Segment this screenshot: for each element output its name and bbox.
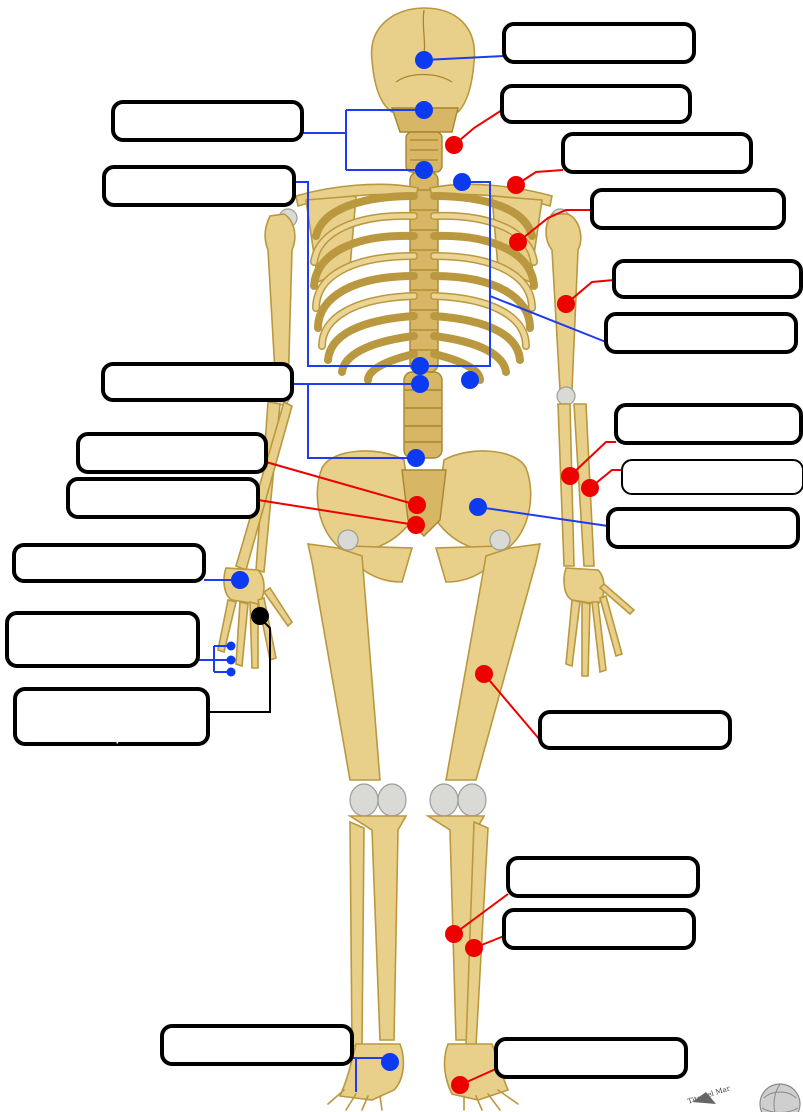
skull-marker[interactable] (415, 51, 433, 69)
label-perone: Peroné (518, 914, 576, 934)
thorax-marker[interactable] (453, 173, 471, 191)
label-box-carpo[interactable]: Carpo (14, 545, 204, 581)
femur-marker[interactable] (475, 665, 493, 683)
label-box-left-phalanges[interactable] (7, 613, 198, 666)
label-coxal: Coxal (614, 511, 661, 531)
ulna-marker[interactable] (561, 467, 579, 485)
label-box-mandibula[interactable]: Mandíbula (502, 86, 690, 122)
label-box-sacro[interactable]: Sacro (78, 434, 266, 472)
label-box-craneo[interactable]: Cráneo (504, 24, 694, 62)
label-box-humero[interactable]: Húmero (614, 261, 801, 297)
radius-marker[interactable] (581, 479, 599, 497)
tibia-marker[interactable] (445, 925, 463, 943)
label-box-coxal[interactable]: Coxal (608, 509, 798, 547)
fibula-marker[interactable] (465, 939, 483, 957)
ribs-marker[interactable] (461, 371, 479, 389)
label-box-cubito[interactable]: Cúbito (616, 405, 801, 443)
label-tarso: Tarso (285, 1043, 330, 1063)
scapula-marker[interactable] (509, 233, 527, 251)
author-logo: Tito del Mar (687, 1084, 732, 1105)
label-box-left-2[interactable] (104, 167, 294, 205)
metacarpus-marker[interactable] (251, 607, 269, 625)
tarsus-marker[interactable] (381, 1053, 399, 1071)
clavicle-marker[interactable] (507, 176, 525, 194)
label-box-coccix[interactable]: Cóccix (68, 479, 258, 517)
label-costillas: Costillas (616, 322, 687, 342)
thoracic-marker[interactable] (411, 357, 429, 375)
phalanx-marker-2[interactable] (227, 656, 236, 665)
label-carpo: Carpo (132, 560, 182, 580)
phalanx-marker-1[interactable] (227, 642, 236, 651)
label-box-left-3[interactable] (103, 364, 292, 400)
phalanx-marker-3[interactable] (227, 668, 236, 677)
label-mandibula: Mandíbula (516, 94, 604, 114)
label-craneo: Cráneo (514, 35, 575, 55)
hip-bone-marker[interactable] (469, 498, 487, 516)
label-humero: Húmero (622, 262, 690, 282)
upper-spine-marker[interactable] (415, 101, 433, 119)
calcaneus-marker[interactable] (451, 1076, 469, 1094)
label-metacarpos: Metacarpos (46, 725, 145, 745)
label-box-left-1[interactable] (113, 102, 302, 140)
label-box-femur[interactable]: Fémur (540, 712, 730, 748)
globe-icon (760, 1084, 800, 1112)
label-box-radio[interactable]: Radio (622, 460, 803, 494)
vertebral-column-marker[interactable] (407, 449, 425, 467)
carpus-marker[interactable] (231, 571, 249, 589)
lumbar-marker[interactable] (411, 375, 429, 393)
label-box-metacarpos[interactable]: Metacarpos (15, 689, 208, 745)
label-box-calcaneo[interactable]: Calcáneo (496, 1039, 686, 1077)
label-tibia: Tibia (517, 874, 559, 894)
label-sacro: Sacro (196, 446, 244, 466)
label-radio: Radio (630, 471, 678, 491)
label-box-escapula[interactable]: Escápula /omóplato (592, 190, 784, 228)
label-box-perone[interactable]: Peroné (504, 910, 694, 948)
label-cubito: Cúbito (630, 422, 685, 442)
label-box-tibia[interactable]: Tibia (508, 858, 698, 896)
label-clavicula: Clavícula (568, 149, 645, 169)
coccyx-marker[interactable] (407, 516, 425, 534)
label-box-tarso[interactable]: Tarso (162, 1026, 352, 1064)
label-box-clavicula[interactable]: Clavícula (563, 134, 751, 172)
mandible-marker[interactable] (445, 136, 463, 154)
label-escapula: Escápula /omóplato (598, 199, 766, 219)
cervical-marker[interactable] (415, 161, 433, 179)
humerus-marker[interactable] (557, 295, 575, 313)
label-box-costillas[interactable]: Costillas (606, 314, 796, 352)
label-coccix: Cóccix (186, 483, 242, 503)
label-calcaneo: Calcáneo (516, 1047, 594, 1067)
label-femur: Fémur (550, 719, 604, 739)
sacrum-marker[interactable] (408, 496, 426, 514)
